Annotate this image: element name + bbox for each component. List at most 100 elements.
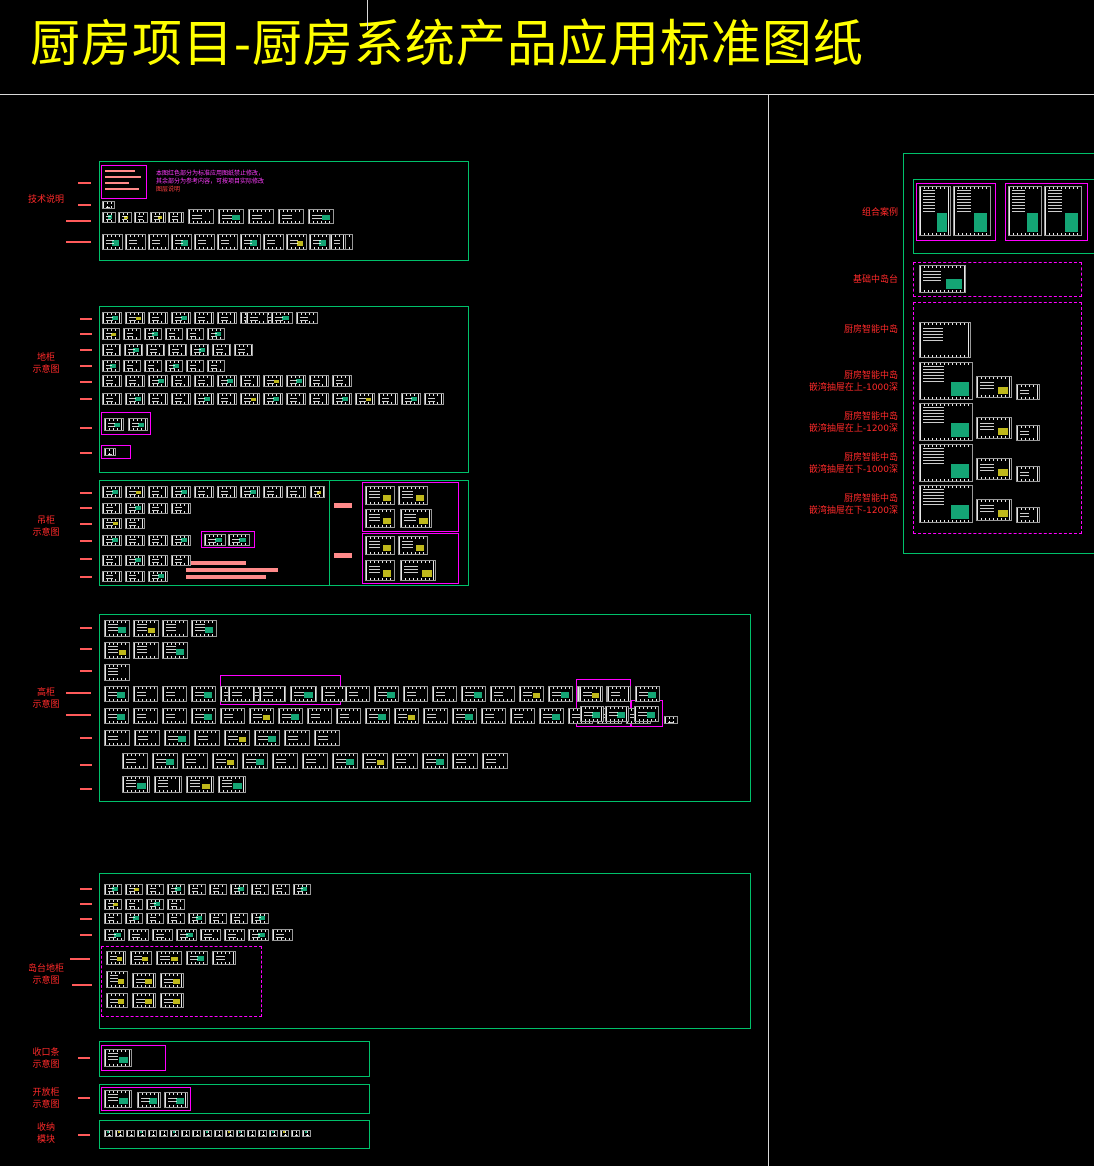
drawing-thumbnail[interactable] [132, 973, 156, 988]
drawing-thumbnail[interactable] [181, 1130, 190, 1137]
drawing-thumbnail[interactable] [207, 360, 225, 372]
drawing-thumbnail[interactable] [194, 234, 215, 250]
drawing-thumbnail[interactable] [209, 884, 227, 895]
floor-highlight[interactable] [101, 412, 151, 435]
drawing-thumbnail[interactable] [286, 486, 306, 498]
drawing-thumbnail[interactable] [167, 913, 185, 924]
label-smart-d-1[interactable]: 厨房智能中岛 [843, 494, 898, 504]
drawing-thumbnail[interactable] [125, 555, 145, 566]
drawing-thumbnail[interactable] [579, 686, 603, 702]
label-smart-c-1[interactable]: 厨房智能中岛 [843, 453, 898, 463]
drawing-thumbnail[interactable] [148, 234, 169, 250]
drawing-thumbnail[interactable] [919, 265, 966, 293]
drawing-thumbnail[interactable] [162, 642, 188, 659]
label-smart-b-1[interactable]: 厨房智能中岛 [843, 412, 898, 422]
drawing-thumbnail[interactable] [228, 534, 250, 546]
drawing-thumbnail[interactable] [182, 753, 208, 769]
drawing-thumbnail[interactable] [217, 486, 237, 498]
label-smart-a-1[interactable]: 厨房智能中岛 [843, 371, 898, 381]
drawing-thumbnail[interactable] [482, 753, 508, 769]
drawing-thumbnail[interactable] [144, 360, 162, 372]
drawing-thumbnail[interactable] [296, 312, 318, 324]
drawing-thumbnail[interactable] [919, 444, 973, 482]
drawing-thumbnail[interactable] [160, 973, 184, 988]
drawing-thumbnail[interactable] [242, 753, 268, 769]
label-edge-2[interactable]: 示意图 [32, 1060, 60, 1070]
drawing-thumbnail[interactable] [102, 518, 122, 529]
label-smart[interactable]: 厨房智能中岛 [843, 325, 898, 335]
hang-side-highlight-top[interactable] [362, 482, 459, 532]
drawing-thumbnail[interactable] [398, 536, 428, 555]
drawing-thumbnail[interactable] [102, 234, 123, 250]
drawing-thumbnail[interactable] [200, 929, 221, 941]
drawing-thumbnail[interactable] [330, 234, 346, 250]
drawing-thumbnail[interactable] [919, 485, 973, 523]
drawing-thumbnail[interactable] [171, 535, 191, 546]
drawing-thumbnail[interactable] [125, 375, 145, 387]
drawing-thumbnail[interactable] [106, 951, 126, 965]
drawing-thumbnail[interactable] [148, 393, 168, 405]
drawing-thumbnail[interactable] [490, 686, 515, 702]
label-hang-1[interactable]: 吊柜 [36, 516, 55, 526]
drawing-thumbnail[interactable] [125, 234, 146, 250]
drawing-thumbnail[interactable] [102, 375, 122, 387]
drawing-thumbnail[interactable] [146, 884, 164, 895]
label-tech[interactable]: 技术说明 [27, 195, 64, 205]
drawing-thumbnail[interactable] [224, 730, 250, 746]
drawing-thumbnail[interactable] [176, 929, 197, 941]
open-highlight[interactable] [101, 1087, 191, 1111]
drawing-thumbnail[interactable] [481, 708, 506, 724]
drawing-thumbnail[interactable] [634, 706, 659, 722]
drawing-thumbnail[interactable] [171, 486, 191, 498]
drawing-thumbnail[interactable] [248, 209, 274, 224]
drawing-thumbnail[interactable] [548, 686, 573, 702]
floor-highlight-small[interactable] [101, 445, 131, 459]
drawing-thumbnail[interactable] [122, 753, 148, 769]
drawing-thumbnail[interactable] [365, 708, 390, 724]
drawing-thumbnail[interactable] [188, 913, 206, 924]
drawing-thumbnail[interactable] [224, 929, 245, 941]
label-smart-d-2[interactable]: 嵌湾抽屉在下-1200深 [808, 506, 898, 516]
drawing-thumbnail[interactable] [104, 730, 130, 746]
drawing-thumbnail[interactable] [272, 929, 293, 941]
drawing-thumbnail[interactable] [148, 486, 168, 498]
drawing-thumbnail[interactable] [664, 716, 678, 724]
drawing-thumbnail[interactable] [125, 571, 145, 582]
drawing-thumbnail[interactable] [203, 1130, 212, 1137]
combo-plan-a[interactable] [916, 183, 996, 241]
drawing-thumbnail[interactable] [137, 1092, 161, 1108]
drawing-thumbnail[interactable] [102, 312, 122, 324]
drawing-thumbnail[interactable] [345, 686, 370, 702]
drawing-thumbnail[interactable] [580, 706, 604, 722]
drawing-thumbnail[interactable] [104, 418, 124, 431]
label-island-1[interactable]: 岛台地柜 [27, 964, 64, 974]
drawing-thumbnail[interactable] [115, 1130, 124, 1137]
drawing-thumbnail[interactable] [148, 555, 168, 566]
drawing-thumbnail[interactable] [249, 708, 274, 724]
drawing-thumbnail[interactable] [280, 1130, 289, 1137]
drawing-thumbnail[interactable] [102, 360, 120, 372]
drawing-thumbnail[interactable] [171, 555, 191, 566]
drawing-thumbnail[interactable] [378, 393, 398, 405]
drawing-thumbnail[interactable] [272, 753, 298, 769]
drawing-thumbnail[interactable] [259, 686, 286, 702]
drawing-thumbnail[interactable] [309, 393, 329, 405]
drawing-thumbnail[interactable] [919, 322, 971, 358]
drawing-thumbnail[interactable] [186, 360, 204, 372]
drawing-thumbnail[interactable] [217, 375, 237, 387]
drawing-thumbnail[interactable] [162, 708, 187, 724]
drawing-thumbnail[interactable] [104, 1049, 132, 1067]
label-smart-b-2[interactable]: 嵌湾抽屉在上-1200深 [808, 424, 898, 434]
drawing-thumbnail[interactable] [148, 1130, 157, 1137]
drawing-thumbnail[interactable] [1016, 384, 1040, 400]
drawing-thumbnail[interactable] [130, 951, 152, 965]
island-plain-frame[interactable] [913, 262, 1082, 297]
hang-highlight[interactable] [201, 531, 255, 548]
drawing-thumbnail[interactable] [1008, 186, 1042, 236]
drawing-thumbnail[interactable] [1044, 186, 1082, 236]
drawing-thumbnail[interactable] [278, 209, 304, 224]
label-combo[interactable]: 组合案例 [861, 208, 898, 218]
drawing-thumbnail[interactable] [209, 913, 227, 924]
drawing-thumbnail[interactable] [164, 730, 190, 746]
drawing-thumbnail[interactable] [1016, 466, 1040, 482]
